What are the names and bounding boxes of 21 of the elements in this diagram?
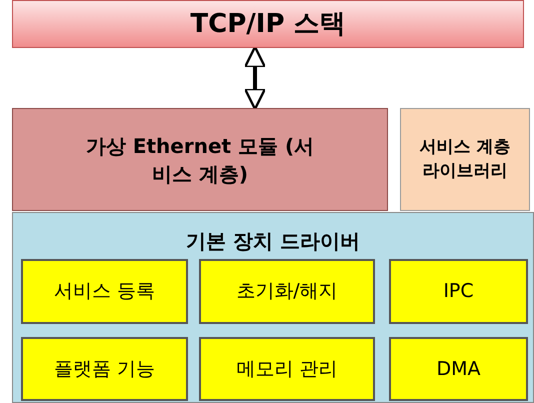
box-label: 초기화/해지 — [236, 279, 338, 304]
box-label: 기본 장치 드라이버 — [186, 228, 360, 255]
double-arrow — [244, 46, 266, 110]
box-label: 플랫폼 기능 — [54, 356, 156, 382]
title-box — [12, 0, 524, 48]
module-box — [12, 108, 388, 211]
box-label: IPC — [443, 279, 474, 304]
box-label: 서비스 등록 — [54, 279, 156, 304]
box-label: 가상 Ethernet 모듈 (서비스 계층) — [84, 132, 316, 188]
function-box — [389, 337, 528, 401]
library-box — [400, 108, 530, 211]
box-label: 서비스 계층 라이브러리 — [418, 136, 512, 182]
driver-panel — [12, 212, 534, 403]
box-label: DMA — [436, 356, 481, 382]
function-box — [389, 259, 528, 324]
box-label: 메모리 관리 — [236, 356, 338, 382]
function-box — [21, 259, 188, 324]
box-label: TCP/IP 스택 — [190, 8, 346, 41]
function-box — [199, 337, 375, 401]
function-box — [199, 259, 375, 324]
function-box — [21, 337, 188, 401]
